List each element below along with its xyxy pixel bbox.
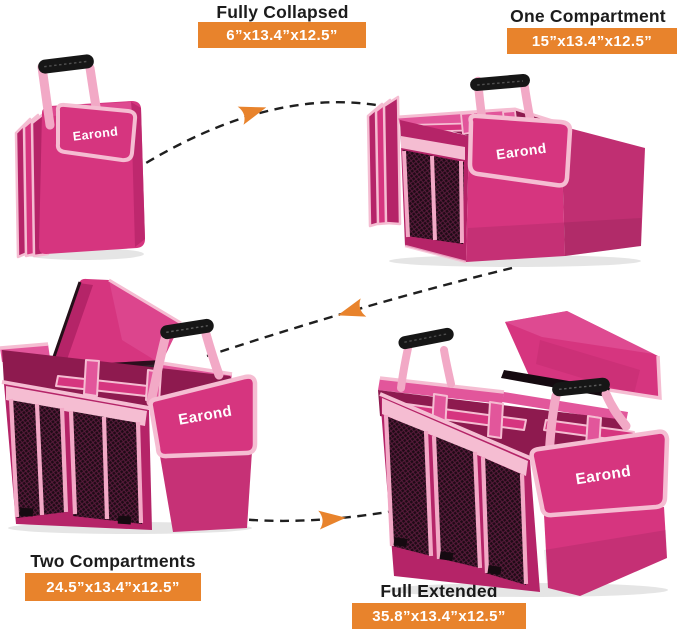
dimension-badge-one-compartment: 15”x13.4”x12.5”	[507, 28, 677, 54]
right-face-shade	[160, 451, 252, 532]
mesh-pocket	[386, 416, 431, 556]
front-flap	[55, 102, 138, 163]
right-face	[160, 451, 252, 532]
earond-logo: Earond	[72, 124, 119, 143]
handle-grip	[398, 327, 454, 350]
stage-title-two-compartments: Two Compartments	[30, 551, 196, 571]
front-flap	[467, 113, 573, 188]
front-rim-trim	[379, 392, 531, 460]
strap-tab	[393, 537, 408, 547]
bottom-shade	[466, 218, 641, 262]
collapsed-pleats	[366, 95, 402, 228]
back-rim-right	[502, 392, 628, 422]
strap-tab	[117, 515, 132, 525]
handle-grip	[470, 73, 530, 92]
stage-title-one-compartment: One Compartment	[510, 6, 666, 26]
right-face	[544, 507, 667, 596]
mesh-pocket	[434, 436, 480, 568]
arrow-two-to-full-extended	[202, 501, 437, 530]
side-face	[561, 126, 645, 256]
front-rim-trim	[1, 380, 150, 410]
handle-grip	[160, 318, 214, 340]
mesh-straps	[383, 414, 529, 585]
arrowhead	[318, 510, 346, 530]
arrowhead	[337, 298, 367, 317]
handle-grip	[38, 54, 94, 74]
mesh-top-band	[401, 136, 465, 160]
arrows	[132, 101, 513, 530]
arrow-collapsed-to-one-compartment	[132, 101, 383, 173]
back-rim	[378, 378, 504, 404]
dimension-badge-full-extended: 35.8”x13.4”x12.5”	[352, 603, 526, 629]
earond-logo: Earond	[495, 140, 547, 163]
strap-tab	[439, 551, 454, 561]
dimension-badge-fully-collapsed: 6”x13.4”x12.5”	[198, 22, 366, 48]
mesh-straps	[402, 150, 464, 244]
bottom-trim	[404, 244, 467, 264]
product-photo-full-extended: Earond	[378, 311, 670, 597]
mesh-top-band	[382, 398, 528, 476]
mesh-straps	[8, 398, 144, 524]
dimension-badge-two-compartments: 24.5”x13.4”x12.5”	[25, 573, 201, 601]
right-face-shade	[544, 530, 667, 596]
mesh-top-band	[6, 386, 147, 426]
carry-straps-left	[397, 344, 455, 392]
stage-title-fully-collapsed: Fully Collapsed	[216, 2, 349, 22]
handle-grip	[552, 377, 610, 397]
product-photo-fully-collapsed: Earond	[14, 54, 145, 260]
front-flap	[148, 374, 258, 459]
arrowhead	[237, 106, 267, 125]
carry-straps	[146, 329, 224, 407]
side-shade	[561, 126, 645, 256]
strap-tab	[19, 507, 34, 517]
stage-title-full-extended: Full Extended	[354, 581, 524, 602]
arrow-one-to-two-compartments	[206, 266, 513, 358]
product-photo-two-compartments: Earond	[0, 278, 258, 534]
product-photo-one-compartment: Earond	[366, 73, 645, 267]
front-flap	[529, 429, 670, 518]
strap-tab	[487, 565, 502, 575]
mesh-pocket	[482, 457, 526, 585]
